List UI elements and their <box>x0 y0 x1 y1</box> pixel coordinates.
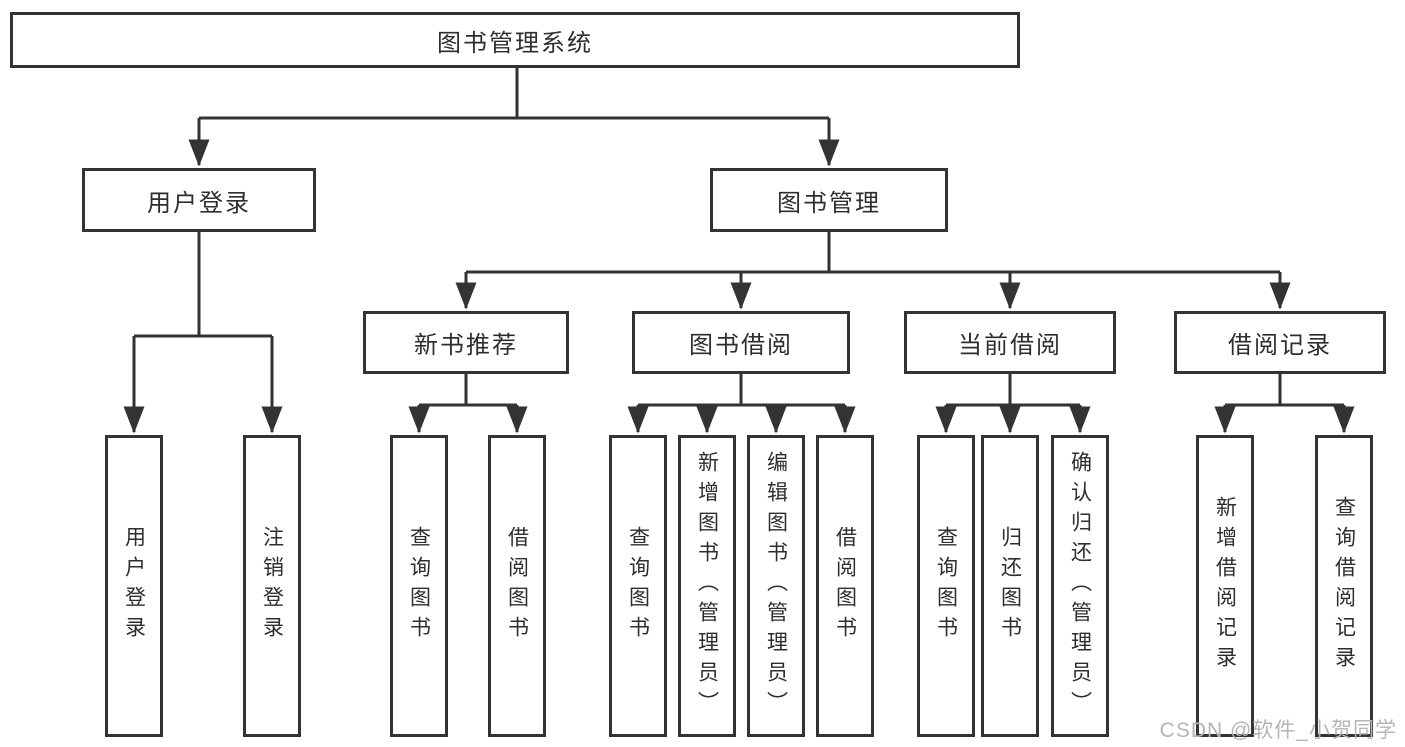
node-borrow-record: 借阅记录 <box>1174 311 1386 374</box>
leaf-label: 编辑图书（管理员） <box>764 451 788 721</box>
leaf-label: 用户登录 <box>122 526 146 646</box>
leaf-logout: 注销登录 <box>243 435 301 737</box>
leaf-query-books-1: 查询图书 <box>390 435 448 737</box>
node-book-management: 图书管理 <box>710 168 948 232</box>
leaf-label: 新增借阅记录 <box>1213 496 1237 676</box>
leaf-borrow-books-1: 借阅图书 <box>488 435 546 737</box>
node-label: 新书推荐 <box>414 332 518 359</box>
node-library-management-system: 图书管理系统 <box>10 12 1020 68</box>
leaf-return-books: 归还图书 <box>981 435 1039 737</box>
node-new-book-recommend: 新书推荐 <box>363 311 569 374</box>
leaf-label: 查询图书 <box>934 526 958 646</box>
leaf-label: 借阅图书 <box>505 526 529 646</box>
leaf-query-borrow-record: 查询借阅记录 <box>1315 435 1373 737</box>
leaf-edit-books-admin: 编辑图书（管理员） <box>747 435 805 737</box>
node-label: 用户登录 <box>147 189 251 217</box>
leaf-label: 查询借阅记录 <box>1332 496 1356 676</box>
node-label: 借阅记录 <box>1228 332 1332 359</box>
node-label: 图书管理 <box>777 189 881 217</box>
node-book-borrow: 图书借阅 <box>632 311 850 374</box>
leaf-user-login: 用户登录 <box>105 435 163 737</box>
leaf-label: 归还图书 <box>998 526 1022 646</box>
leaf-label: 查询图书 <box>407 526 431 646</box>
leaf-label: 借阅图书 <box>833 526 857 646</box>
node-user-login: 用户登录 <box>82 168 316 232</box>
leaf-add-borrow-record: 新增借阅记录 <box>1196 435 1254 737</box>
leaf-confirm-return-admin: 确认归还（管理员） <box>1051 435 1109 737</box>
node-label: 当前借阅 <box>958 332 1062 359</box>
leaf-add-books-admin: 新增图书（管理员） <box>678 435 736 737</box>
leaf-label: 新增图书（管理员） <box>695 451 719 721</box>
leaf-label: 查询图书 <box>626 526 650 646</box>
leaf-borrow-books-2: 借阅图书 <box>816 435 874 737</box>
leaf-query-books-2: 查询图书 <box>609 435 667 737</box>
leaf-label: 确认归还（管理员） <box>1068 451 1092 721</box>
watermark: CSDN @软件_小贺同学 <box>1159 719 1397 742</box>
node-label: 图书管理系统 <box>437 29 593 57</box>
node-current-borrow: 当前借阅 <box>904 311 1116 374</box>
node-label: 图书借阅 <box>689 332 793 359</box>
leaf-query-books-3: 查询图书 <box>917 435 975 737</box>
leaf-label: 注销登录 <box>260 526 284 646</box>
